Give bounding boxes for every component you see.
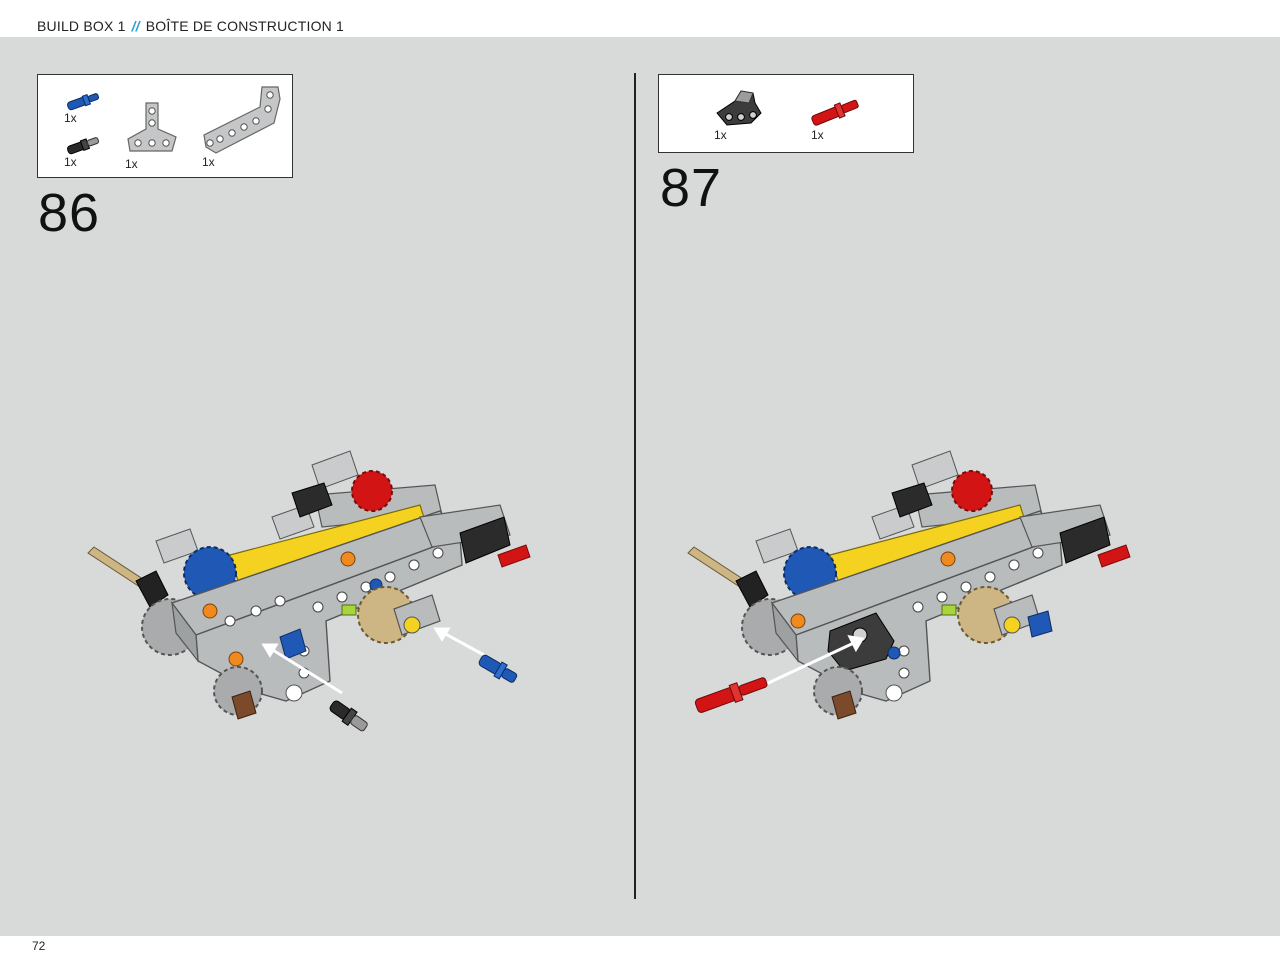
parts-callout-step-87: 1x 1x [658,74,914,153]
build-box-label: BUILD BOX 1 [37,18,126,34]
step-87-assembly-illustration [687,450,1131,720]
part-qty: 1x [714,128,727,142]
part-qty: 1x [125,157,138,171]
step-number-86: 86 [38,183,101,243]
tan-axle-icon [87,546,169,608]
title-separator: // [131,18,140,34]
red-axle-icon [811,99,859,126]
blue-axle-pin-icon [67,93,100,111]
part-qty: 1x [64,111,77,125]
black-axle-pin-icon [67,137,100,155]
step-86-assembly-illustration [87,450,531,732]
step-divider [634,73,636,899]
dark-gray-connector-icon [716,90,762,126]
build-box-title: BUILD BOX 1 // BOÎTE DE CONSTRUCTION 1 [37,18,344,34]
step-number-87: 87 [660,158,723,218]
page-number: 72 [32,939,46,953]
l-beam-icon [203,86,281,154]
part-qty: 1x [202,155,215,169]
part-qty: 1x [811,128,824,142]
part-qty: 1x [64,155,77,169]
parts-callout-step-86: 1x 1x 1x 1x [37,74,293,178]
build-box-label-fr: BOÎTE DE CONSTRUCTION 1 [145,18,345,34]
t-beam-icon [127,102,177,152]
instruction-canvas [0,37,1280,936]
page-footer: 72 [0,936,1280,974]
page-header: BUILD BOX 1 // BOÎTE DE CONSTRUCTION 1 [0,0,1280,37]
